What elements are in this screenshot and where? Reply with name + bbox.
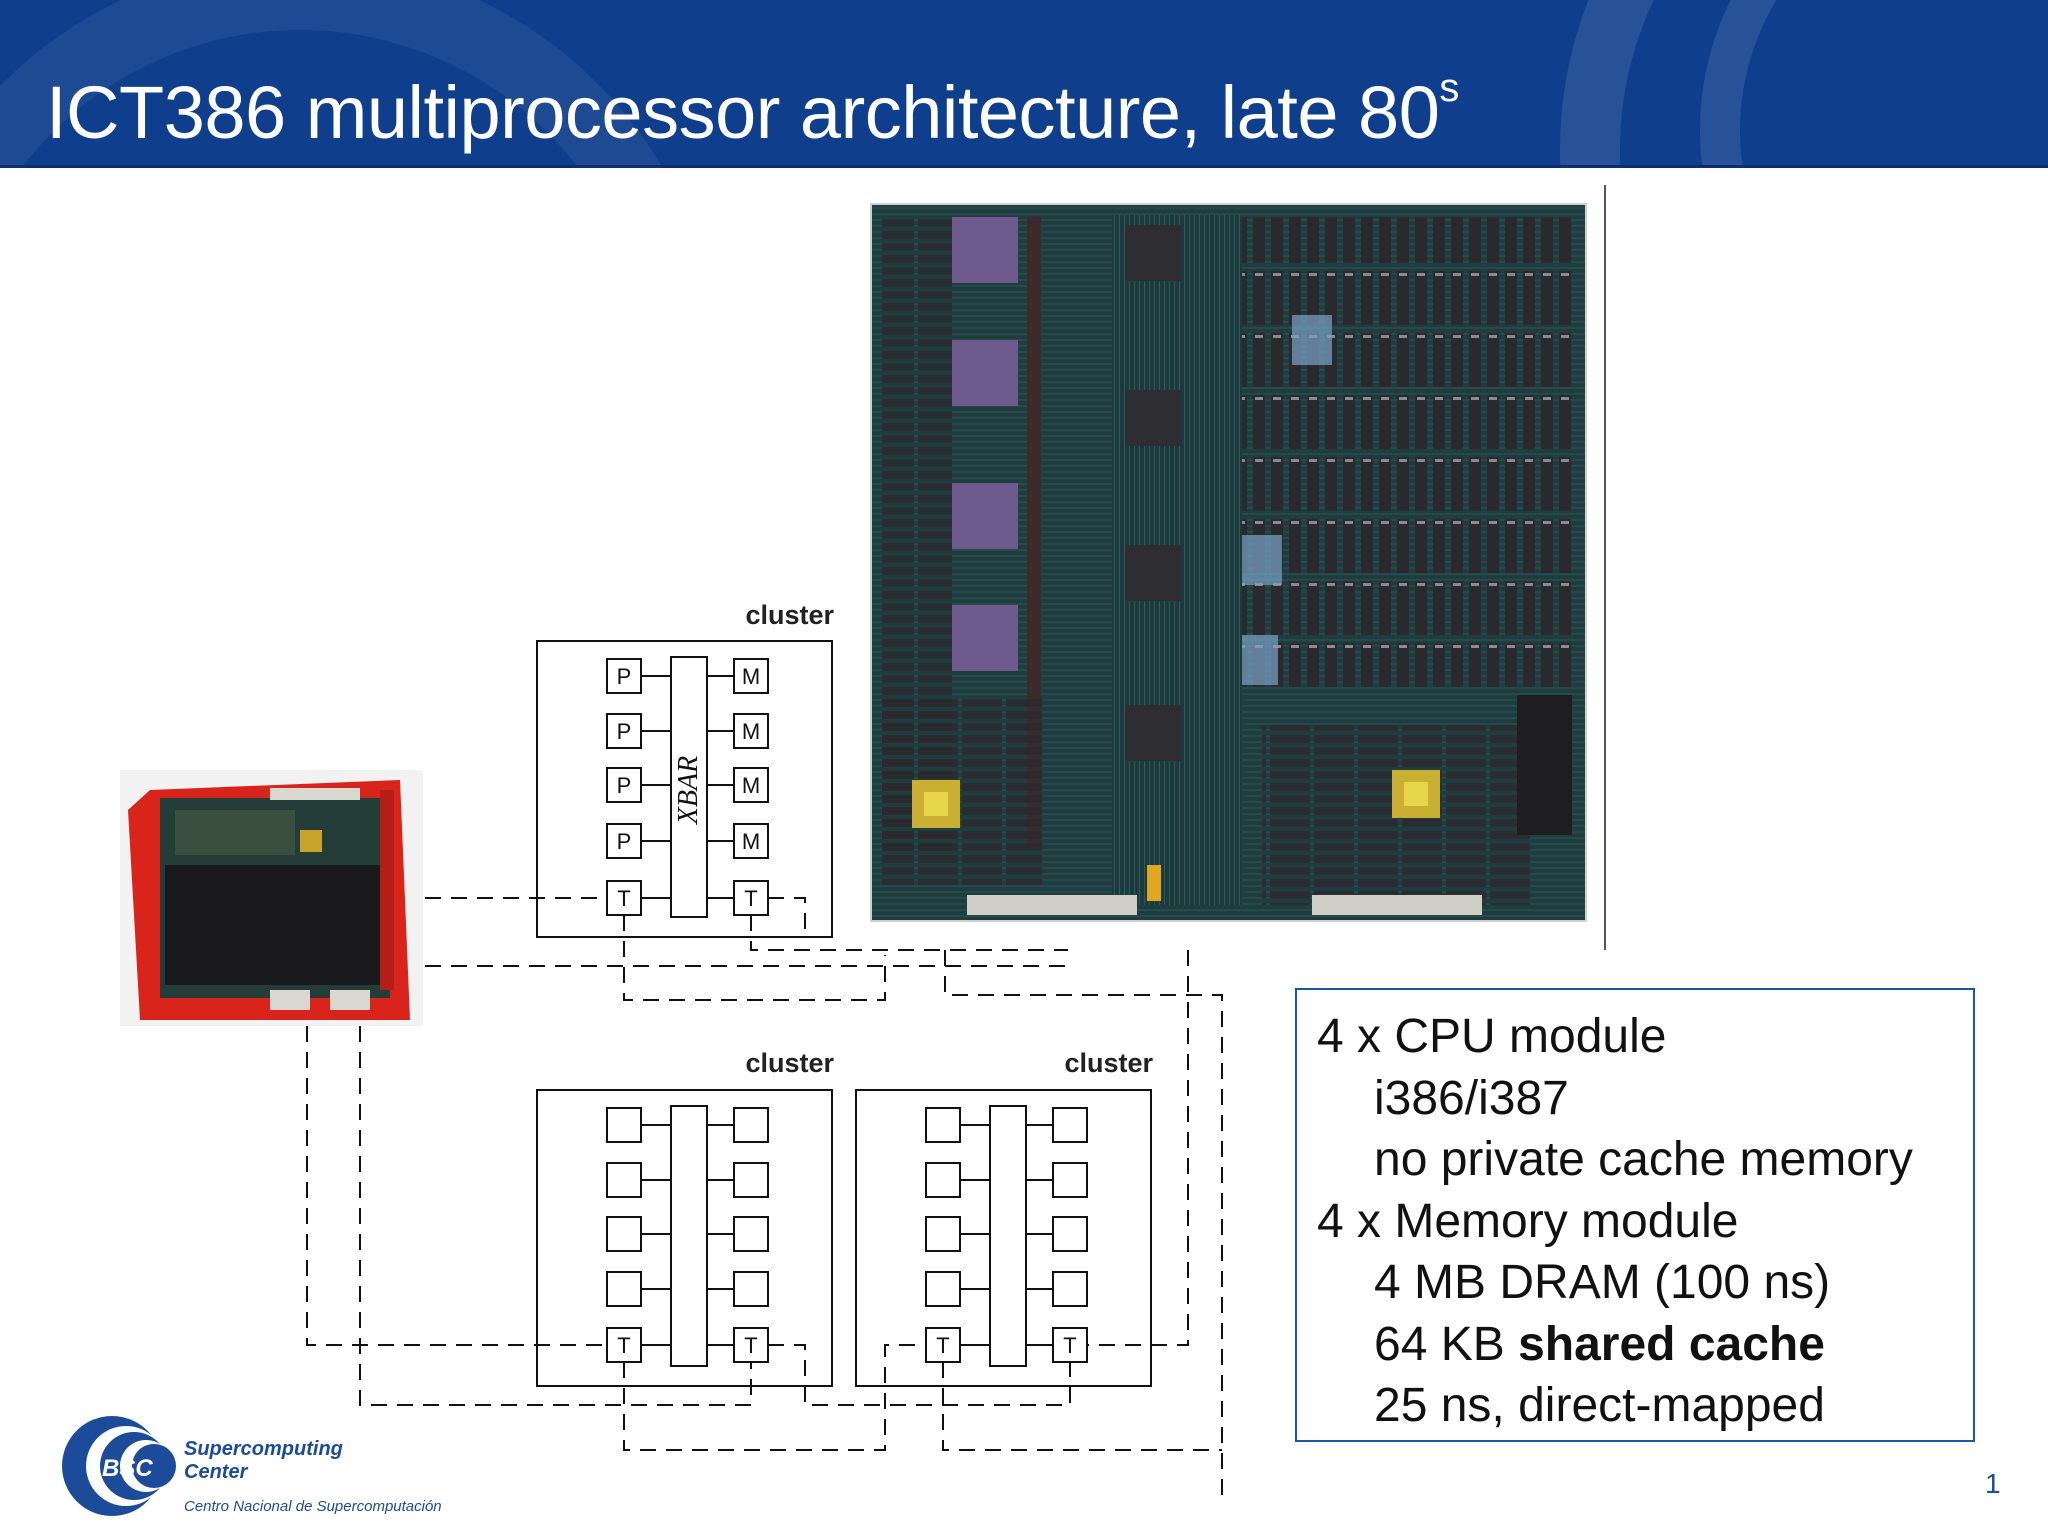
logo-abbr: BSC bbox=[102, 1455, 153, 1482]
board-frame-illustration bbox=[128, 780, 410, 1020]
cluster-label-top: cluster bbox=[745, 600, 834, 630]
transceiver-label: T bbox=[617, 886, 630, 911]
memory-module-detail: 25 ns, direct-mapped bbox=[1374, 1379, 1825, 1432]
transceiver-label: T bbox=[936, 1333, 949, 1358]
shared-cache-emphasis: shared cache bbox=[1518, 1317, 1825, 1371]
cluster-box-top bbox=[536, 640, 833, 938]
slide-title-text: ICT386 multiprocessor architecture, late… bbox=[46, 71, 1440, 154]
cpu-board-illustration bbox=[872, 205, 1585, 920]
cpu-module-heading: 4 x CPU module bbox=[1317, 1010, 1667, 1063]
processor-label: P bbox=[617, 773, 632, 798]
cluster-label-bottom-left: cluster bbox=[745, 1048, 834, 1078]
dashed-interconnect-lines bbox=[306, 897, 1223, 1500]
slide-title: ICT386 multiprocessor architecture, late… bbox=[46, 66, 1459, 155]
xbar-bottom-right bbox=[989, 1105, 1027, 1367]
transceiver-label: T bbox=[617, 1333, 630, 1358]
transceiver-label: T bbox=[1063, 1333, 1076, 1358]
logo-line-1-text: Supercomputing bbox=[184, 1438, 343, 1460]
memory-label: M bbox=[742, 773, 760, 798]
memory-label: M bbox=[742, 664, 760, 689]
specs-box: 4 x CPU module i386/i387 no private cach… bbox=[1295, 988, 1975, 1442]
processor-label: P bbox=[617, 719, 632, 744]
photo-divider-line bbox=[1604, 185, 1606, 950]
page-number: 1 bbox=[1985, 1468, 2001, 1499]
cpu-board-photo bbox=[872, 205, 1585, 920]
memory-label: M bbox=[742, 719, 760, 744]
title-banner bbox=[0, 0, 2048, 165]
transceiver-label: T bbox=[744, 1333, 757, 1358]
processor-label: P bbox=[617, 664, 632, 689]
memory-label: M bbox=[742, 829, 760, 854]
memory-module-heading: 4 x Memory module bbox=[1317, 1194, 1739, 1248]
cpu-module-detail: i386/i387 bbox=[1374, 1071, 1569, 1125]
processor-label: P bbox=[617, 829, 632, 854]
memory-module-detail: 64 KB shared cache bbox=[1317, 1314, 1973, 1376]
xbar-top bbox=[670, 656, 708, 918]
title-underline bbox=[0, 165, 2048, 168]
xbar-label: XBAR bbox=[673, 756, 704, 825]
slide-title-superscript: s bbox=[1439, 66, 1459, 110]
cluster-box-bottom-right bbox=[855, 1089, 1152, 1387]
board-in-frame-photo bbox=[120, 770, 423, 1026]
transceiver-label: T bbox=[744, 886, 757, 911]
memory-module-detail: 4 MB DRAM (100 ns) bbox=[1374, 1256, 1831, 1309]
cache-size-text: 64 KB bbox=[1374, 1317, 1519, 1371]
logo-line-3: Centro Nacional de Supercomputación bbox=[184, 1498, 442, 1515]
logo-line-2-text: Center bbox=[184, 1461, 248, 1483]
bsc-logo-icon: BSC bbox=[62, 1416, 176, 1516]
cluster-label-bottom-right: cluster bbox=[1064, 1048, 1153, 1078]
cluster-box-bottom-left bbox=[536, 1089, 833, 1387]
xbar-bottom-left bbox=[670, 1105, 708, 1367]
cpu-module-detail: no private cache memory bbox=[1374, 1133, 1913, 1186]
